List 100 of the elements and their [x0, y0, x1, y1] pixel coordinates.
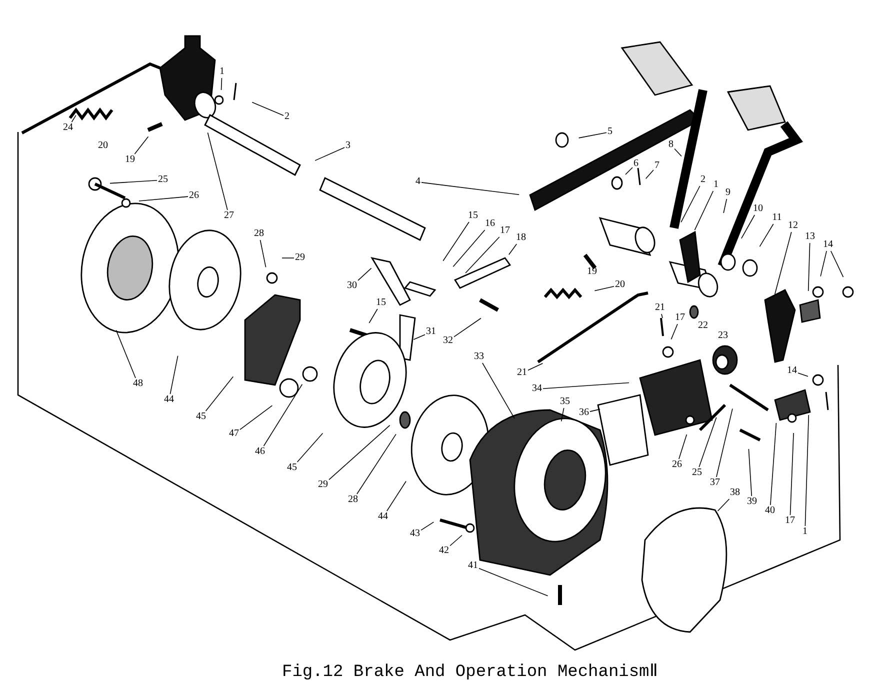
callout-number: 29 [318, 480, 328, 490]
callout-number: 44 [378, 512, 388, 522]
callout-number: 9 [726, 188, 730, 198]
callout-number: 2 [700, 175, 706, 185]
callout-number: 17 [675, 313, 685, 323]
leader-line [138, 196, 188, 202]
callout-number: 43 [410, 529, 420, 539]
callout-number: 38 [730, 488, 740, 498]
callout-number: 17 [500, 226, 510, 236]
callout-number: 32 [443, 336, 453, 346]
callout-number: 44 [164, 395, 174, 405]
leader-line [452, 230, 486, 268]
leader-line [723, 198, 728, 214]
callout-number: 34 [532, 384, 542, 394]
leader-line [508, 244, 518, 256]
leader-line [386, 480, 406, 512]
callout-number: 42 [439, 546, 449, 556]
callout-number: 15 [376, 298, 386, 308]
callout-number: 30 [347, 281, 357, 291]
callout-number: 5 [608, 127, 612, 137]
callout-number: 19 [125, 155, 135, 165]
leader-line [678, 434, 688, 460]
leader-line [454, 318, 482, 338]
leader-line [698, 416, 717, 468]
leader-line [220, 78, 222, 90]
callout-number: 13 [805, 232, 815, 242]
callout-number: 4 [416, 177, 420, 187]
leader-line [314, 147, 345, 161]
leader-line [830, 250, 844, 278]
leader-line [240, 405, 273, 430]
leader-line [790, 432, 794, 516]
leader-line [421, 182, 520, 196]
leader-line [716, 408, 733, 478]
leader-line [578, 132, 607, 138]
callout-number: 21 [517, 368, 527, 378]
callout-number: 22 [698, 321, 708, 331]
callout-number: 14 [823, 240, 833, 250]
leader-line [110, 180, 158, 184]
callout-number: 20 [98, 141, 108, 151]
leader-line [71, 114, 76, 122]
callout-number: 28 [348, 495, 358, 505]
callout-number: 36 [579, 408, 589, 418]
callout-number: 17 [785, 516, 795, 526]
callout-number: 25 [158, 175, 168, 185]
callout-number: 39 [747, 497, 757, 507]
callout-number: 1 [802, 527, 808, 537]
callout-number: 1 [220, 67, 224, 77]
callout-number: 27 [224, 211, 234, 221]
leader-line [482, 362, 515, 419]
leader-line [465, 236, 500, 274]
callout-number: 28 [254, 229, 264, 239]
leader-line [450, 534, 462, 546]
leader-line [368, 308, 378, 324]
callout-number: 12 [788, 221, 798, 231]
leader-line [625, 167, 633, 175]
leader-line [542, 382, 630, 389]
leader-line [804, 414, 810, 526]
leader-line [560, 408, 564, 422]
leader-line [260, 240, 266, 268]
callout-number: 29 [295, 253, 305, 263]
leader-line [116, 330, 136, 378]
leader-line [680, 186, 700, 223]
callout-number: 18 [516, 233, 526, 243]
callout-number: 7 [654, 161, 660, 171]
callout-number: 15 [468, 211, 478, 221]
callout-number: 46 [255, 447, 265, 457]
leader-line [328, 424, 390, 480]
callout-number: 11 [772, 213, 782, 223]
leader-line [645, 170, 654, 180]
leader-line [296, 432, 324, 462]
leader-line [413, 334, 426, 340]
leader-line [759, 224, 774, 247]
leader-line [674, 148, 682, 157]
leader-line [661, 314, 663, 318]
leader-line [717, 498, 730, 512]
leader-line [442, 222, 470, 262]
callout-number: 14 [787, 366, 797, 376]
callout-number: 37 [710, 478, 720, 488]
callout-number: 41 [468, 561, 478, 571]
leader-line [358, 268, 372, 281]
leader-line [670, 324, 678, 340]
leader-line [207, 132, 228, 210]
leader-line [808, 242, 810, 292]
leader-line [741, 214, 756, 239]
leader-line [770, 422, 777, 506]
leader-line [774, 232, 792, 295]
callout-number: 31 [426, 327, 436, 337]
callout-number: 25 [692, 468, 702, 478]
callout-number: 21 [655, 303, 665, 313]
callout-number: 48 [133, 379, 143, 389]
leader-line [694, 190, 714, 230]
leader-line [590, 408, 600, 412]
leader-line [798, 372, 808, 377]
callout-number: 1 [714, 180, 718, 190]
leader-line [205, 376, 234, 412]
callout-number: 3 [346, 141, 350, 151]
callout-number: 26 [189, 191, 199, 201]
leader-line [356, 434, 396, 494]
leader-line [478, 568, 548, 596]
callout-number: 23 [718, 331, 728, 341]
